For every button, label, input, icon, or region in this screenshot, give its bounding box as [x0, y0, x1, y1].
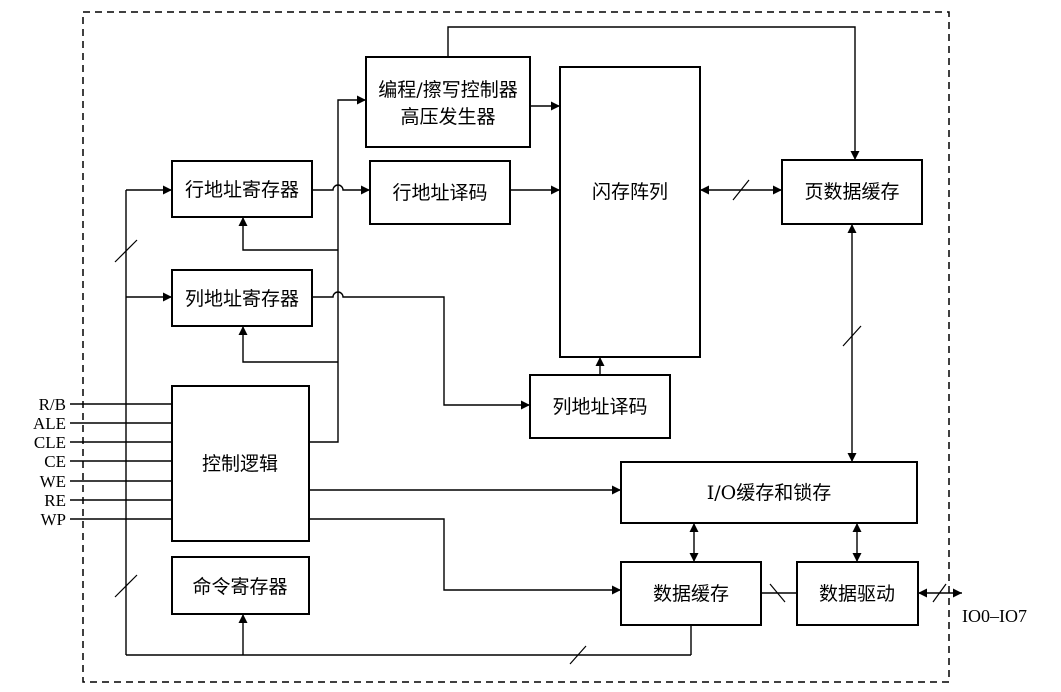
- command-register-label: 命令寄存器: [192, 576, 287, 598]
- control-lines: [238, 95, 621, 595]
- pin-label-ale: ALE: [33, 414, 66, 433]
- page-buffer-label: 页数据缓存: [804, 181, 899, 203]
- internal-bus: [114, 185, 692, 665]
- column-address-decoder-label: 列地址译码: [552, 396, 647, 418]
- row-reg-to-row-decoder: [312, 184, 370, 195]
- program-erase-controller-label: 编程/擦写控制器: [378, 79, 517, 101]
- pin-label-re: RE: [44, 491, 66, 510]
- control-logic-block: 控制逻辑: [171, 385, 310, 542]
- data-driver-block: 数据驱动: [796, 561, 919, 626]
- input-pins: R/B ALE CLE CE WE RE WP: [33, 395, 172, 529]
- command-register-block: 命令寄存器: [171, 556, 310, 615]
- column-address-decoder-block: 列地址译码: [529, 374, 671, 439]
- chip-boundary: [82, 11, 950, 683]
- column-address-register-label: 列地址寄存器: [185, 288, 299, 310]
- column-address-register-block: 列地址寄存器: [171, 269, 313, 327]
- row-address-decoder-block: 行地址译码: [369, 160, 511, 225]
- io-pins-label: IO0–IO7: [962, 606, 1027, 626]
- row-address-register-block: 行地址寄存器: [171, 160, 313, 218]
- io-buffer-latch-block: I/O缓存和锁存: [620, 461, 918, 524]
- pin-label-rb: R/B: [39, 395, 66, 414]
- data-buffer-label: 数据缓存: [653, 583, 729, 605]
- row-address-register-label: 行地址寄存器: [185, 179, 299, 201]
- row-address-decoder-label: 行地址译码: [392, 182, 487, 204]
- high-voltage-generator-label: 高压发生器: [400, 106, 495, 128]
- controller-to-page-buffer: [447, 26, 860, 160]
- col-reg-to-col-decoder: [312, 291, 530, 410]
- pin-label-wp: WP: [41, 510, 67, 529]
- page-buffer-block: 页数据缓存: [781, 159, 923, 225]
- flash-array-label: 闪存阵列: [592, 181, 668, 203]
- io-buffer-latch-label: I/O缓存和锁存: [707, 482, 831, 504]
- program-erase-controller-block: 编程/擦写控制器 高压发生器: [365, 56, 531, 148]
- control-logic-label: 控制逻辑: [202, 453, 278, 475]
- pin-label-cle: CLE: [34, 433, 66, 452]
- data-buffer-block: 数据缓存: [620, 561, 762, 626]
- pin-label-ce: CE: [44, 452, 66, 471]
- data-driver-label: 数据驱动: [819, 583, 895, 605]
- pin-label-we: WE: [40, 472, 66, 491]
- flash-array-block: 闪存阵列: [559, 66, 701, 358]
